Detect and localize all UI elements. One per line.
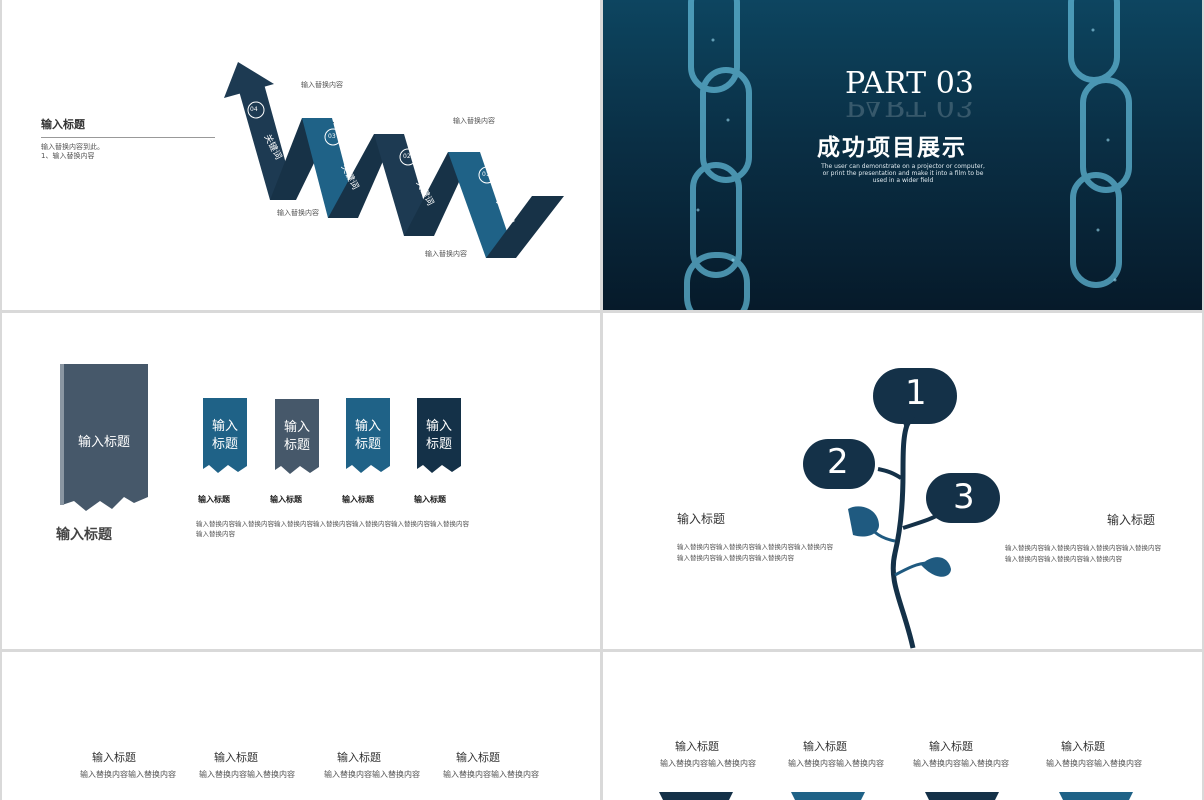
big-title: 输入标题 bbox=[56, 527, 112, 543]
card1-title: 输入标题 bbox=[675, 740, 719, 753]
slide-four-items[interactable]: 输入标题 输入替换内容输入替换内容 输入标题 输入替换内容输入替换内容 输入标题… bbox=[2, 652, 600, 800]
right-paragraph: 输入替换内容输入替换内容输入替换内容输入替换内容输入替换内容输入替换内容输入替换… bbox=[1005, 544, 1161, 563]
item3-title: 输入标题 bbox=[337, 751, 381, 764]
item1-text: 输入替换内容输入替换内容 bbox=[80, 770, 176, 779]
step-number-01: 01 bbox=[482, 171, 490, 178]
step-label-2: 输入替换内容 bbox=[453, 117, 495, 125]
tags-paragraph: 输入替换内容输入替换内容输入替换内容输入替换内容输入替换内容输入替换内容输入替换… bbox=[196, 520, 469, 538]
tag-label-1: 输入标题 bbox=[198, 495, 230, 504]
part-reflection: PART 03 bbox=[845, 102, 974, 122]
slide1-title: 输入标题 bbox=[41, 118, 85, 131]
card3-title: 输入标题 bbox=[929, 740, 973, 753]
slide-four-cards[interactable]: 输入标题 输入替换内容输入替换内容 输入标题 输入替换内容输入替换内容 输入标题… bbox=[603, 652, 1202, 800]
tree-number-1: 1 bbox=[905, 373, 927, 413]
section-title: 成功项目展示 bbox=[817, 135, 967, 161]
slide1-desc-1: 输入替换内容到此。 bbox=[41, 143, 104, 151]
card2-title: 输入标题 bbox=[803, 740, 847, 753]
step-label-4: 输入替换内容 bbox=[425, 250, 467, 258]
right-title: 输入标题 bbox=[1107, 513, 1156, 527]
chain-graphic bbox=[684, 0, 1132, 310]
card3-text: 输入替换内容输入替换内容 bbox=[913, 759, 1009, 768]
tag-label-4: 输入标题 bbox=[414, 495, 446, 504]
zigzag-arrow bbox=[224, 62, 564, 258]
slide-tags[interactable]: 输入标题 输入标题 输入 标题 输入 标题 输入 标题 输入 标题 输入标题 输… bbox=[2, 313, 600, 649]
subtitle-line-1: The user can demonstrate on a projector … bbox=[821, 163, 985, 170]
card2-text: 输入替换内容输入替换内容 bbox=[788, 759, 884, 768]
step-label-3: 输入替换内容 bbox=[277, 209, 319, 217]
slide-arrow-steps[interactable]: 输入标题 输入替换内容到此。 1、输入替换内容 04 03 02 01 关键词 … bbox=[2, 0, 600, 310]
tree-graphic bbox=[803, 368, 1000, 649]
tag-label-3: 输入标题 bbox=[342, 495, 374, 504]
slide-part-cover[interactable]: PART 03 PART 03 成功项目展示 The user can demo… bbox=[603, 0, 1202, 310]
tag-label-2: 输入标题 bbox=[270, 495, 302, 504]
tag-3-text: 输入 标题 bbox=[354, 419, 381, 452]
big-tag-label: 输入标题 bbox=[78, 435, 131, 450]
slide-tree[interactable]: 1 2 3 输入标题 输入替换内容输入替换内容输入替换内容输入替换内容输入替换内… bbox=[603, 313, 1202, 649]
step-number-04: 04 bbox=[250, 106, 258, 113]
title-divider bbox=[41, 137, 215, 138]
item3-text: 输入替换内容输入替换内容 bbox=[324, 770, 420, 779]
item4-title: 输入标题 bbox=[456, 751, 500, 764]
tag-4-text: 输入 标题 bbox=[425, 419, 452, 452]
item2-text: 输入替换内容输入替换内容 bbox=[199, 770, 295, 779]
step-number-03: 03 bbox=[328, 133, 336, 140]
left-title: 输入标题 bbox=[677, 512, 726, 526]
card4-title: 输入标题 bbox=[1061, 740, 1105, 753]
card-shapes bbox=[659, 792, 1133, 800]
tag-2-text: 输入 标题 bbox=[283, 420, 310, 453]
part-number: PART 03 bbox=[845, 66, 974, 101]
item1-title: 输入标题 bbox=[92, 751, 136, 764]
slide1-desc-2: 1、输入替换内容 bbox=[41, 152, 95, 160]
subtitle-line-2: or print the presentation and make it in… bbox=[822, 170, 984, 177]
card4-text: 输入替换内容输入替换内容 bbox=[1046, 759, 1142, 768]
tree-number-3: 3 bbox=[953, 477, 975, 517]
tag-1-text: 输入 标题 bbox=[211, 419, 238, 452]
step-label-1: 输入替换内容 bbox=[301, 81, 343, 89]
subtitle-line-3: used in a wider field bbox=[872, 177, 934, 184]
card1-text: 输入替换内容输入替换内容 bbox=[660, 759, 756, 768]
left-paragraph: 输入替换内容输入替换内容输入替换内容输入替换内容输入替换内容输入替换内容输入替换… bbox=[677, 543, 833, 562]
item4-text: 输入替换内容输入替换内容 bbox=[443, 770, 539, 779]
tree-number-2: 2 bbox=[827, 442, 849, 482]
tag-shapes bbox=[60, 364, 461, 511]
step-number-02: 02 bbox=[403, 153, 411, 160]
item2-title: 输入标题 bbox=[214, 751, 258, 764]
